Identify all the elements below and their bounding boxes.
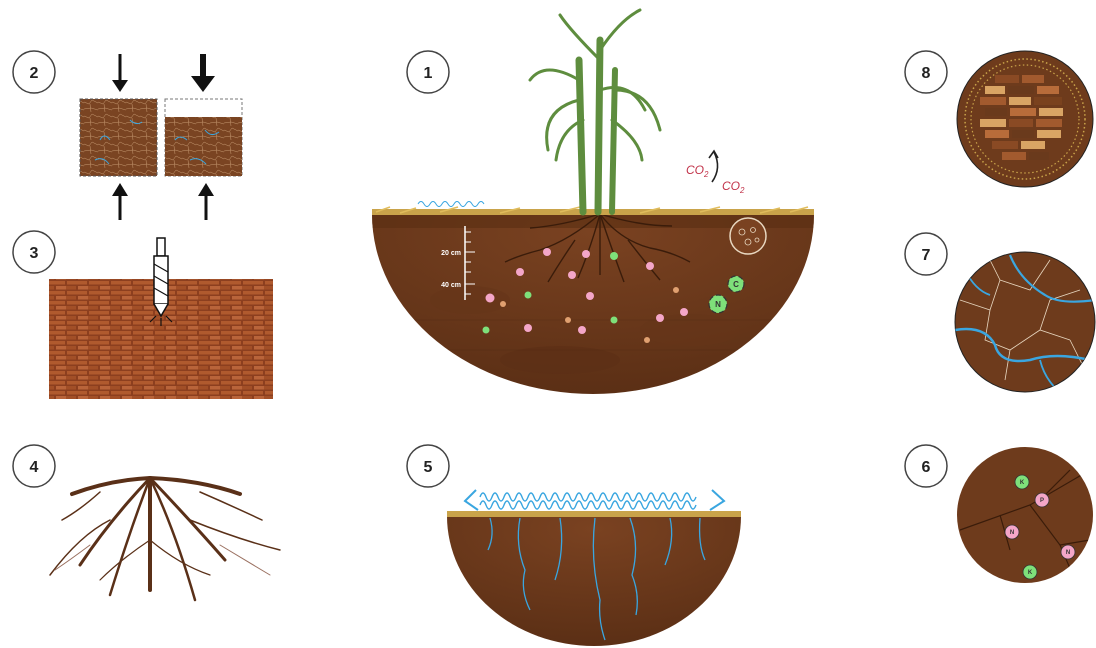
nutrient-n-1: N bbox=[1005, 525, 1019, 539]
panel-5-number-badge: 5 bbox=[407, 445, 449, 487]
panel-3: 3 bbox=[13, 231, 273, 399]
arrow-up-icon bbox=[198, 183, 214, 220]
panel-7: 7 bbox=[905, 233, 1095, 392]
arrow-down-icon bbox=[112, 54, 128, 92]
nutrient-k-1: K bbox=[1015, 475, 1029, 489]
co2-label-up: CO2 bbox=[722, 179, 745, 195]
co2-label-down: CO2 bbox=[686, 163, 709, 179]
straw-mulch-main bbox=[372, 207, 814, 215]
panel-1-number-badge: 1 bbox=[407, 51, 449, 93]
panel-2-number: 2 bbox=[30, 65, 39, 82]
nutrient-root-circle bbox=[957, 447, 1093, 583]
panel-7-number: 7 bbox=[922, 247, 931, 264]
straw-mulch-infiltration bbox=[447, 511, 741, 517]
carbon-symbol-label: C bbox=[733, 280, 739, 289]
soil-microbes-circle bbox=[730, 218, 766, 254]
nitrogen-symbol-label: N bbox=[715, 300, 721, 309]
panel-8: 8 bbox=[905, 51, 1093, 187]
panel-8-number: 8 bbox=[922, 65, 931, 82]
panel-8-number-badge: 8 bbox=[905, 51, 947, 93]
svg-text:K: K bbox=[1020, 480, 1025, 486]
panel-3-number-badge: 3 bbox=[13, 231, 55, 273]
panel-6-number: 6 bbox=[922, 459, 931, 476]
panel-7-number-badge: 7 bbox=[905, 233, 947, 275]
nitrogen-cycle-symbol: N bbox=[709, 295, 727, 313]
svg-text:P: P bbox=[1040, 498, 1044, 504]
nutrient-k-2: K bbox=[1023, 565, 1037, 579]
sugarcane-plant bbox=[530, 10, 660, 212]
nutrient-n-2: N bbox=[1061, 545, 1075, 559]
panel-4: 4 bbox=[13, 445, 280, 600]
panel-2: 2 bbox=[13, 51, 242, 220]
panel-4-number: 4 bbox=[30, 459, 39, 476]
arrow-down-bold-icon bbox=[191, 54, 215, 92]
panel-5: 5 bbox=[407, 445, 741, 646]
depth-label-20: 20 cm bbox=[441, 250, 461, 257]
svg-text:N: N bbox=[1066, 550, 1070, 556]
svg-text:N: N bbox=[1010, 530, 1014, 536]
panel-5-number: 5 bbox=[424, 459, 433, 476]
svg-text:K: K bbox=[1028, 570, 1033, 576]
compacted-soil-sample bbox=[165, 99, 242, 176]
panel-1: 1 bbox=[372, 10, 814, 394]
loose-soil-sample bbox=[80, 99, 157, 176]
panel-1-number: 1 bbox=[424, 65, 433, 82]
root-system bbox=[50, 478, 280, 600]
co2-exchange: CO2 CO2 bbox=[686, 151, 745, 195]
panel-2-number-badge: 2 bbox=[13, 51, 55, 93]
carbon-cycle-symbol: C bbox=[728, 276, 744, 292]
nutrient-p: P bbox=[1035, 493, 1049, 507]
panel-3-number: 3 bbox=[30, 245, 39, 262]
arrow-up-icon bbox=[112, 183, 128, 220]
soil-structure-circle bbox=[955, 252, 1095, 392]
panel-4-number-badge: 4 bbox=[13, 445, 55, 487]
depth-label-40: 40 cm bbox=[441, 282, 461, 289]
panel-6: 6 K P N N K bbox=[905, 445, 1093, 583]
panel-6-number-badge: 6 bbox=[905, 445, 947, 487]
water-surface-waves bbox=[465, 490, 724, 510]
surface-water-main bbox=[418, 202, 484, 207]
